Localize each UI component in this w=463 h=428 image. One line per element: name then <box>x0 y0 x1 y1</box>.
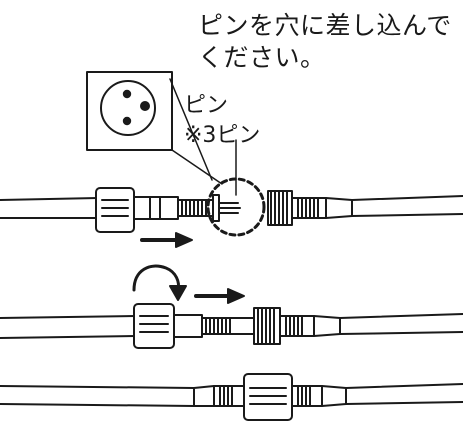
instruction-line-2: ください。 <box>198 43 326 72</box>
instruction-text: ピンを穴に差し込んで ください。 <box>198 10 460 74</box>
curved-arrow-icon <box>132 264 187 301</box>
arrow-right-icon <box>140 232 193 248</box>
arrow-right-icon <box>194 288 245 304</box>
leader-lines <box>169 78 237 196</box>
row-2-connectors <box>0 303 463 349</box>
pin-label: ピン <box>184 93 229 118</box>
row-3-connectors <box>0 373 463 421</box>
instruction-line-1: ピンを穴に差し込んで <box>198 11 452 40</box>
row-1-connectors <box>0 177 463 237</box>
socket-3-hole-icon <box>86 71 173 151</box>
